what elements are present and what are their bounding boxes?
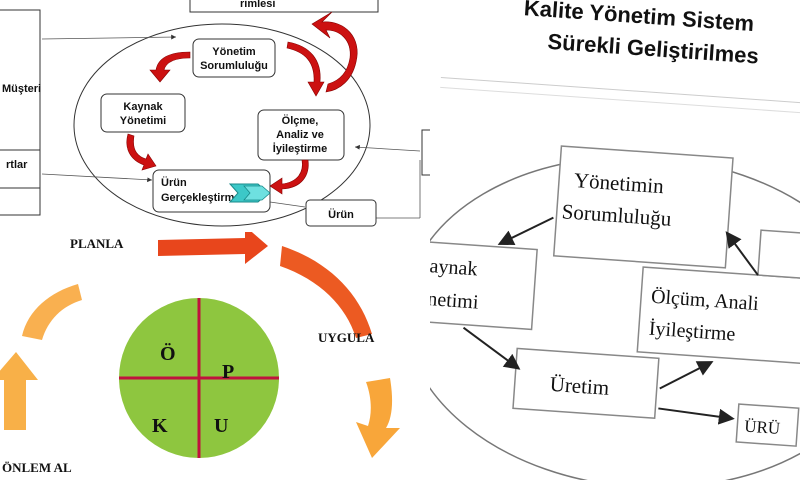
label-onlem-al: ÖNLEM AL bbox=[2, 460, 72, 475]
box-urun-gerc-l1: Ürün bbox=[161, 176, 187, 189]
box-kaynak-l1: Kaynak bbox=[123, 101, 163, 113]
arrow-onlem-al bbox=[0, 352, 38, 430]
qms-improvement-svg: Kalite Yönetim Sistem Sürekli Geliştiril… bbox=[430, 0, 800, 480]
label-planla: PLANLA bbox=[70, 236, 124, 251]
red-arrow-top-right bbox=[286, 41, 325, 97]
qms-process-svg: rimlesi Müşteri rtlar Yönetim Sorumluluğ… bbox=[0, 0, 430, 227]
red-arrow-bottom-right bbox=[269, 159, 309, 195]
red-arrow-large-loop bbox=[311, 11, 358, 93]
box-olcme-l1: Ölçme, bbox=[282, 114, 319, 127]
arrow-uygula bbox=[280, 246, 372, 338]
rule-1 bbox=[440, 76, 800, 104]
teal-chevron-arrow-2 bbox=[243, 185, 271, 201]
quadrant-p: P bbox=[222, 361, 234, 383]
b-box-uretim-label: Üretim bbox=[549, 372, 610, 400]
box-olcme bbox=[257, 109, 345, 161]
red-arrow-bottom-left bbox=[126, 133, 157, 171]
requirements-label: rtlar bbox=[6, 159, 28, 171]
feedback-line bbox=[354, 144, 421, 152]
quadrant-o: Ö bbox=[160, 342, 176, 365]
qms-process-diagram: rimlesi Müşteri rtlar Yönetim Sorumluluğ… bbox=[0, 0, 430, 232]
top-box bbox=[189, 0, 379, 13]
requirements-box bbox=[0, 149, 41, 189]
b-box-urun bbox=[735, 403, 800, 447]
b-arrow-to-olcum bbox=[659, 361, 714, 390]
pdca-cycle-svg: PLANLA UYGULA ÖNLEM AL Ö P K U bbox=[0, 232, 400, 475]
title-line-2: Sürekli Geliştirilmes bbox=[547, 29, 760, 69]
right-box-fragment bbox=[421, 129, 430, 176]
b-box-uretim bbox=[512, 347, 660, 420]
box-urun-label: Ürün bbox=[328, 208, 354, 221]
pdca-cycle-diagram: PLANLA UYGULA ÖNLEM AL Ö P K U bbox=[0, 232, 430, 480]
output-line bbox=[269, 201, 306, 208]
box-urun-gerc-l2: Gerçekleştirme bbox=[161, 192, 241, 204]
box-kaynak-l2: Yönetimi bbox=[120, 115, 166, 127]
arrow-upper-left bbox=[22, 284, 82, 340]
box-yonetim-l1: Yönetim bbox=[212, 46, 256, 58]
info-line-left bbox=[41, 34, 177, 40]
box-olcme-l2: Analiz ve bbox=[276, 129, 324, 141]
box-urun bbox=[305, 199, 377, 227]
top-box-label: rimlesi bbox=[240, 0, 275, 10]
b-box-yonetim bbox=[552, 145, 734, 269]
b-box-right-fragment bbox=[757, 229, 800, 281]
box-kaynak bbox=[100, 93, 186, 133]
input-line bbox=[41, 173, 153, 183]
quadrant-u: U bbox=[214, 415, 228, 437]
b-box-kaynak-l2: netimi bbox=[430, 288, 480, 314]
b-box-urun-label: ÜRÜ bbox=[744, 416, 781, 437]
box-yonetim-l2: Sorumluluğu bbox=[200, 60, 268, 72]
b-arrow-to-yonetim bbox=[725, 231, 759, 276]
b-box-kaynak-l1: aynak bbox=[430, 255, 478, 280]
b-box-olcum bbox=[636, 266, 800, 365]
arrow-kontrol bbox=[356, 378, 400, 458]
b-arrow-to-uretim bbox=[462, 326, 521, 370]
rule-2 bbox=[440, 86, 800, 114]
arrow-planla bbox=[158, 232, 268, 264]
customer-label: Müşteri bbox=[2, 83, 41, 95]
label-uygula: UYGULA bbox=[318, 330, 375, 345]
process-ellipse bbox=[73, 23, 371, 227]
box-olcme-l3: İyileştirme bbox=[273, 142, 327, 155]
b-arrow-to-urun bbox=[658, 407, 735, 425]
qms-improvement-diagram: Kalite Yönetim Sistem Sürekli Geliştiril… bbox=[430, 0, 800, 480]
b-arrow-to-kaynak bbox=[497, 216, 554, 246]
red-arrow-top-left bbox=[149, 51, 191, 83]
b-box-kaynak bbox=[430, 239, 538, 331]
box-yonetim bbox=[192, 38, 276, 78]
quadrant-k: K bbox=[152, 415, 168, 437]
